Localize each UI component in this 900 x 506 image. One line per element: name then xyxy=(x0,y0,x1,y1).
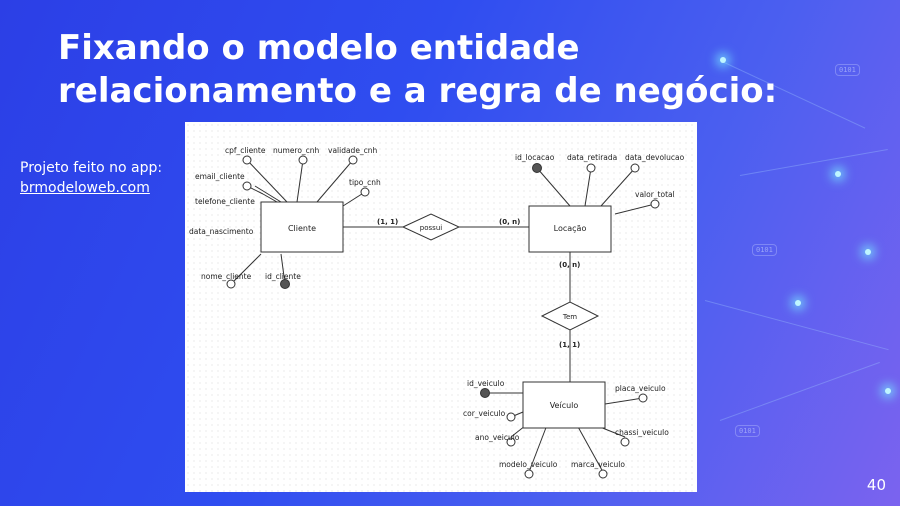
attr-circle xyxy=(506,437,516,447)
title-line-2: relacionamento e a regra de negócio: xyxy=(58,71,778,111)
card-possui-locacao: (0, n) xyxy=(499,218,520,226)
attr-link xyxy=(576,424,604,473)
attr-cpf-cliente: cpf_cliente xyxy=(225,146,266,155)
attr-id-veiculo: id_veiculo xyxy=(467,379,505,388)
attr-link xyxy=(316,159,354,203)
glow-dot xyxy=(795,300,801,306)
attr-link xyxy=(246,159,288,203)
entity-locacao xyxy=(528,205,612,253)
relationship-possui xyxy=(401,213,461,241)
key-attr-circle xyxy=(480,388,490,398)
attr-circle xyxy=(298,155,308,165)
attr-circle xyxy=(506,412,516,422)
attr-id-locacao: id_locacao xyxy=(515,153,555,162)
relationship-possui-label: possui xyxy=(420,224,442,232)
attr-modelo-veiculo: modelo_veiculo xyxy=(499,460,558,469)
attr-circle xyxy=(620,437,630,447)
binary-chip: 0101 xyxy=(835,64,860,76)
attr-nome-cliente: nome_cliente xyxy=(201,272,252,281)
page-number: 40 xyxy=(866,476,886,494)
attr-tipo-cnh: tipo_cnh xyxy=(349,178,381,187)
card-cliente-possui: (1, 1) xyxy=(377,218,398,226)
entity-veiculo xyxy=(522,381,606,429)
project-caption: Projeto feito no app: brmodeloweb.com xyxy=(20,158,162,198)
attr-telefone-cliente: telefone_cliente xyxy=(195,197,255,206)
attr-link xyxy=(584,167,592,207)
relationship-tem xyxy=(540,301,600,331)
attr-marca-veiculo: marca_veiculo xyxy=(571,460,625,469)
entity-veiculo-label: Veículo xyxy=(550,401,579,410)
title-line-1: Fixando o modelo entidade xyxy=(58,28,580,68)
attr-circle xyxy=(242,181,252,191)
attr-link xyxy=(600,167,636,207)
attr-data-retirada: data_retirada xyxy=(567,153,617,162)
brmodelo-link[interactable]: brmodeloweb.com xyxy=(20,180,150,196)
attr-valor-total: valor_total xyxy=(635,190,675,199)
binary-chip: 0101 xyxy=(735,425,760,437)
glow-dot xyxy=(865,249,871,255)
er-diagram: Cliente Locação Veículo possui Tem (1, 1… xyxy=(185,122,697,492)
key-attr-circle xyxy=(280,279,290,289)
attr-circle xyxy=(242,155,252,165)
card-locacao-tem: (0, n) xyxy=(559,261,580,269)
card-tem-veiculo: (1, 1) xyxy=(559,341,580,349)
attr-numero-cnh: numero_cnh xyxy=(273,146,320,155)
slide-title: Fixando o modelo entidade relacionamento… xyxy=(58,27,777,113)
attr-circle xyxy=(586,163,596,173)
attr-link xyxy=(528,424,548,473)
attr-id-cliente: id_cliente xyxy=(265,272,301,281)
key-attr-circle xyxy=(532,163,542,173)
attr-chassi-veiculo: chassi_veiculo xyxy=(615,428,669,437)
attr-circle xyxy=(638,393,648,403)
attr-circle xyxy=(226,279,236,289)
attr-link xyxy=(280,253,286,285)
relationship-tem-label: Tem xyxy=(562,313,577,321)
attr-data-devolucao: data_devolucao xyxy=(625,153,685,162)
attr-ano-veiculo: ano_veiculo xyxy=(475,433,520,442)
attr-circle xyxy=(524,469,534,479)
entity-locacao-label: Locação xyxy=(554,224,587,233)
caption-text: Projeto feito no app: xyxy=(20,160,163,176)
attr-circle xyxy=(630,163,640,173)
glow-dot xyxy=(835,171,841,177)
attr-placa-veiculo: placa_veiculo xyxy=(615,384,666,393)
attr-circle xyxy=(348,155,358,165)
attr-link xyxy=(614,203,656,215)
attr-email-cliente: email_cliente xyxy=(195,172,245,181)
attr-circle xyxy=(598,469,608,479)
attr-link xyxy=(254,185,282,203)
glow-dot xyxy=(720,57,726,63)
attr-data-nascimento: data_nascimento xyxy=(189,227,254,236)
binary-chip: 0101 xyxy=(752,244,777,256)
attr-link xyxy=(536,167,571,207)
attr-link xyxy=(262,193,278,203)
glow-dot xyxy=(885,388,891,394)
attr-link xyxy=(230,253,262,285)
entity-cliente-label: Cliente xyxy=(288,224,316,233)
attr-circle xyxy=(360,187,370,197)
entity-cliente xyxy=(260,201,344,253)
attr-link xyxy=(296,159,304,203)
attr-link xyxy=(604,397,644,405)
attr-circle xyxy=(650,199,660,209)
attr-cor-veiculo: cor_veiculo xyxy=(463,409,506,418)
attr-validade-cnh: validade_cnh xyxy=(328,146,378,155)
